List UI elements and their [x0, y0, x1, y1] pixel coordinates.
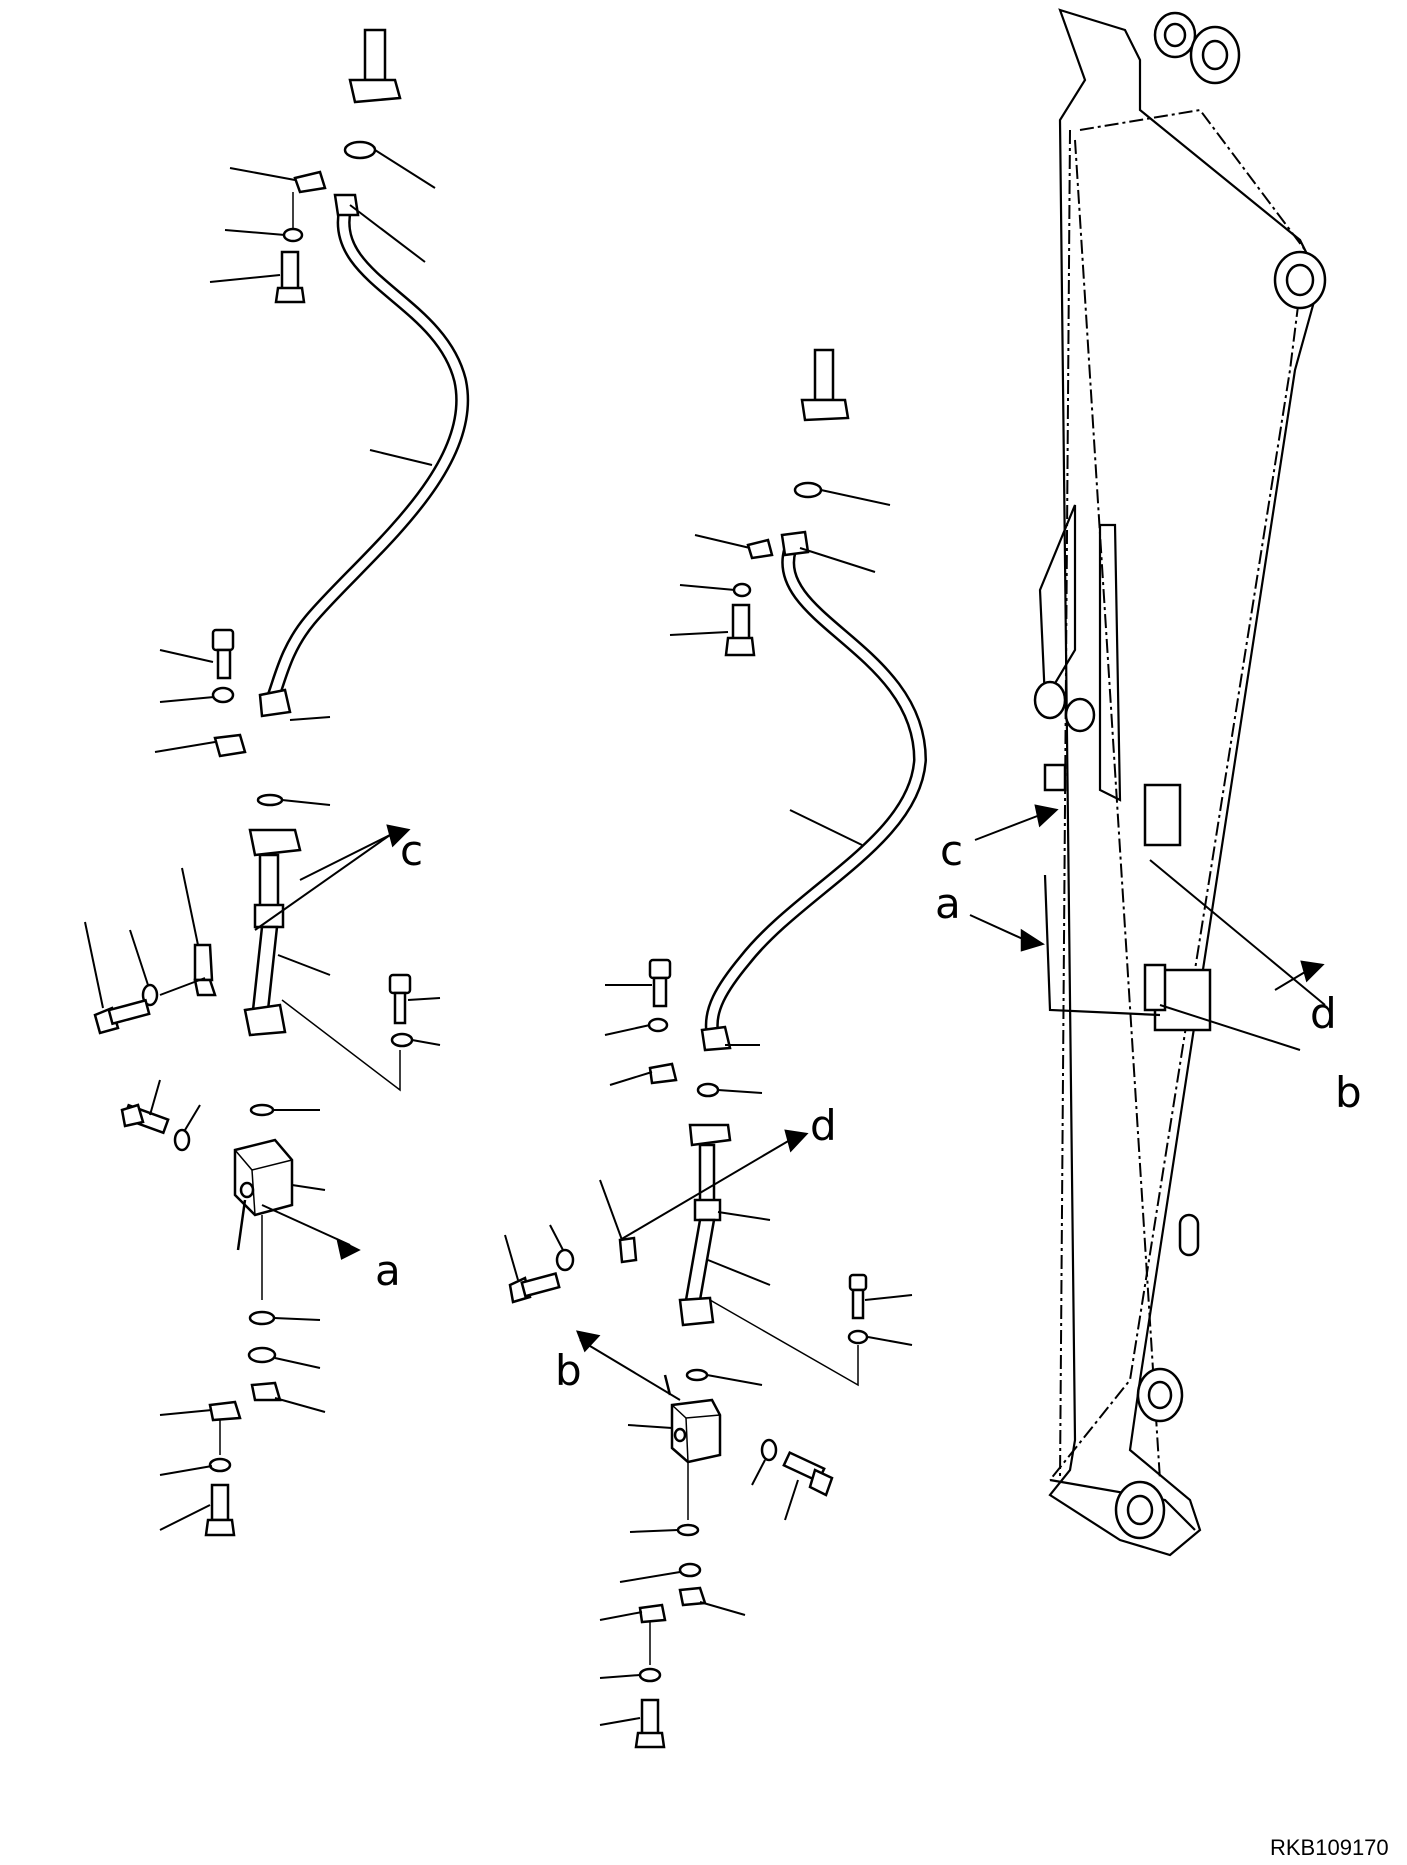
ref-label-mid-b: b — [555, 1346, 582, 1395]
ref-label-boom-c: c — [940, 826, 963, 875]
boom-arm — [1033, 8, 1327, 1557]
ref-label-left-a: a — [375, 1246, 401, 1295]
middle-hose-assembly — [504, 348, 928, 1749]
ref-label-boom-b: b — [1335, 1068, 1362, 1117]
boom-ref-arrows — [969, 804, 1326, 1051]
drawing-code: RKB109170 — [1270, 1835, 1389, 1860]
left-hose-assembly — [84, 28, 470, 1537]
ref-label-mid-d: d — [810, 1101, 837, 1150]
ref-label-left-c: c — [400, 826, 423, 875]
ref-label-boom-a: a — [935, 879, 961, 928]
ref-label-boom-d: d — [1310, 989, 1337, 1038]
